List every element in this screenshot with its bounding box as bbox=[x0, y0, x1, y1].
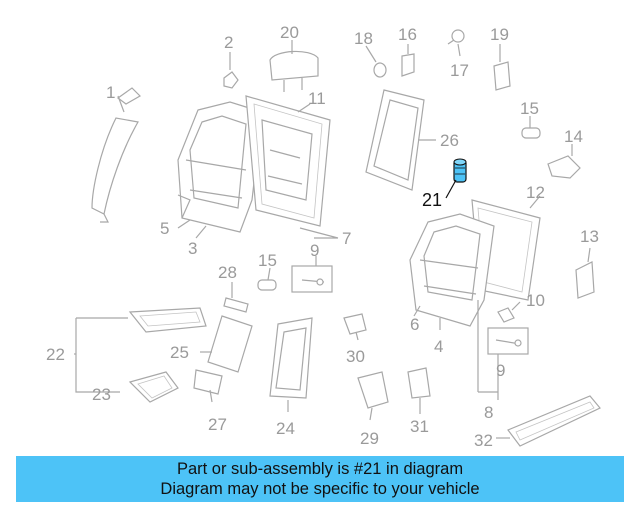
banner-line-2: Diagram may not be specific to your vehi… bbox=[160, 480, 480, 498]
callout-10: 10 bbox=[526, 291, 545, 310]
part-21-highlighted bbox=[453, 158, 467, 183]
callout-17: 17 bbox=[450, 61, 469, 80]
callout-8: 8 bbox=[484, 403, 493, 422]
part-25-panel bbox=[207, 315, 253, 373]
part-20-headrest bbox=[269, 50, 319, 92]
part-16-bracket bbox=[401, 53, 415, 77]
callout-19: 19 bbox=[490, 25, 509, 44]
callout-31: 31 bbox=[410, 417, 429, 436]
callout-18: 18 bbox=[354, 29, 373, 48]
part-14-latch bbox=[547, 155, 581, 179]
callout-15-lower: 15 bbox=[258, 251, 277, 270]
part-17-bolt bbox=[447, 29, 465, 45]
callout-23: 23 bbox=[92, 385, 111, 404]
callout-32: 32 bbox=[474, 431, 493, 450]
callout-25: 25 bbox=[170, 343, 189, 362]
part-18-grommet bbox=[373, 62, 387, 78]
callout-9-left: 9 bbox=[310, 241, 319, 260]
callout-15-upper: 15 bbox=[520, 99, 539, 118]
part-30-bracket bbox=[343, 313, 367, 335]
part-32-rail bbox=[507, 395, 601, 447]
part-9-bolt-left bbox=[291, 265, 333, 293]
callout-4: 4 bbox=[434, 337, 443, 356]
callout-13: 13 bbox=[580, 227, 599, 246]
info-banner: Part or sub-assembly is #21 in diagram D… bbox=[16, 456, 624, 502]
part-1-side-trim bbox=[91, 87, 141, 223]
part-2-clip bbox=[223, 71, 239, 89]
callout-22: 22 bbox=[46, 345, 65, 364]
part-21-leader bbox=[445, 179, 457, 199]
part-6-right-cushion bbox=[409, 213, 495, 327]
callout-2: 2 bbox=[224, 33, 233, 52]
callout-12: 12 bbox=[526, 183, 545, 202]
part-10-clip bbox=[497, 307, 515, 323]
part-24-frame bbox=[269, 317, 313, 399]
callout-6: 6 bbox=[410, 315, 419, 334]
part-23-armrest-base bbox=[128, 371, 179, 403]
part-19-cover bbox=[493, 61, 511, 91]
part-31-bracket bbox=[407, 367, 431, 399]
callout-26: 26 bbox=[440, 131, 459, 150]
part-29-bracket bbox=[357, 371, 389, 409]
part-9-bolt-right bbox=[487, 327, 529, 355]
callout-16: 16 bbox=[398, 25, 417, 44]
part-26-back-panel bbox=[365, 89, 425, 191]
part-15-bushing-lower bbox=[257, 279, 277, 291]
part-13-bracket bbox=[575, 261, 595, 299]
parts-diagram: 1 2 3 4 5 6 7 8 9 9 10 11 12 13 14 15 15… bbox=[46, 23, 601, 450]
callout-21: 21 bbox=[422, 190, 442, 210]
callout-14: 14 bbox=[564, 127, 583, 146]
callout-20: 20 bbox=[280, 23, 299, 42]
callout-7: 7 bbox=[342, 229, 351, 248]
callout-11: 11 bbox=[308, 89, 326, 108]
part-28-strip bbox=[223, 297, 249, 313]
callout-9-right: 9 bbox=[496, 361, 505, 380]
callout-27: 27 bbox=[208, 415, 227, 434]
callout-24: 24 bbox=[276, 419, 295, 438]
part-15-bushing-upper bbox=[521, 127, 541, 139]
callout-1: 1 bbox=[106, 83, 115, 102]
part-27-pad bbox=[193, 369, 223, 395]
part-3-seat-back-cover bbox=[177, 101, 263, 233]
part-11-seat-back-frame bbox=[245, 95, 331, 227]
part-22-armrest bbox=[128, 307, 207, 333]
callout-30: 30 bbox=[346, 347, 365, 366]
callout-29: 29 bbox=[360, 429, 379, 448]
callout-3: 3 bbox=[188, 239, 197, 258]
callout-5: 5 bbox=[160, 219, 169, 238]
callout-28: 28 bbox=[218, 263, 237, 282]
banner-line-1: Part or sub-assembly is #21 in diagram bbox=[176, 460, 464, 478]
